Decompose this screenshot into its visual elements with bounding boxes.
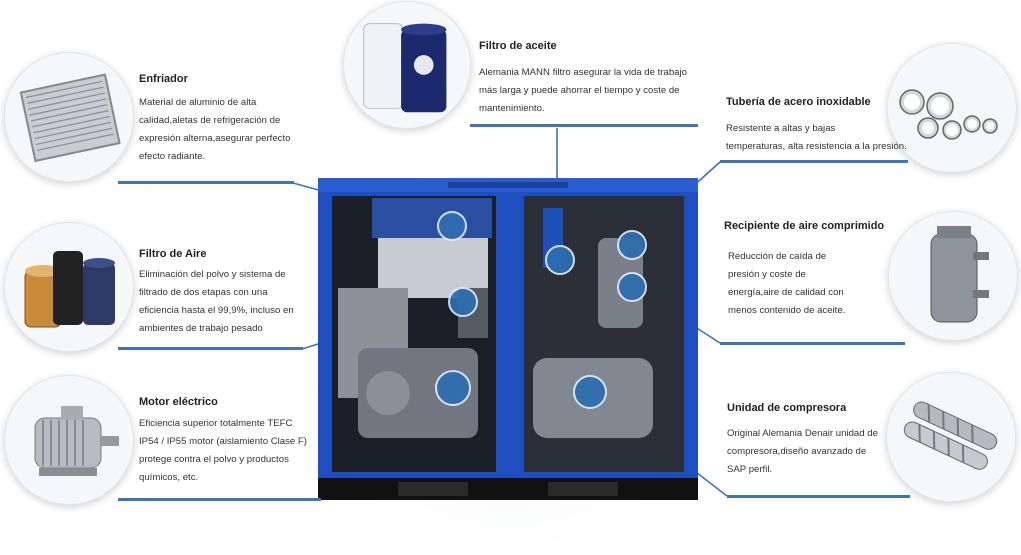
steel-pipe-description: Resistente a altas y bajas temperaturas,… bbox=[726, 123, 907, 152]
oil-filter-rule bbox=[470, 124, 698, 127]
cooler-title: Enfriador bbox=[139, 73, 188, 85]
target-dot-cooler bbox=[437, 211, 467, 241]
motor-rule bbox=[118, 498, 321, 501]
compressor-image bbox=[886, 372, 1016, 502]
air-filter-icon bbox=[24, 251, 115, 328]
target-dot-oil-filter bbox=[545, 245, 575, 275]
screw-rotor-icon bbox=[903, 401, 998, 470]
compressor-rule bbox=[727, 495, 910, 498]
cooler-description: Material de aluminio de alta calidad,ale… bbox=[139, 97, 291, 162]
electric-motor-icon bbox=[34, 406, 119, 476]
target-dot-steel-pipe bbox=[617, 230, 647, 260]
steel-pipe-image bbox=[887, 43, 1017, 173]
compressor-description: Original Alemania Denair unidad de compr… bbox=[727, 428, 878, 475]
air-filter-description: Eliminación del polvo y sistema de filtr… bbox=[139, 269, 294, 334]
air-filter-rule bbox=[118, 347, 303, 350]
compressor-title: Unidad de compresora bbox=[727, 402, 847, 414]
air-tank-icon bbox=[930, 226, 989, 323]
air-tank-description: Reducción de caída de presión y coste de… bbox=[728, 251, 846, 316]
oil-filter-description: Alemania MANN filtro asegurar la vida de… bbox=[479, 67, 687, 114]
cooler-rule bbox=[118, 181, 294, 184]
air-tank-image bbox=[888, 211, 1018, 341]
steel-pipe-title: Tubería de acero inoxidable bbox=[726, 96, 871, 108]
oil-filter-title: Filtro de aceite bbox=[479, 40, 557, 52]
motor-image bbox=[4, 375, 134, 505]
oil-filter-icon bbox=[363, 23, 447, 113]
motor-description: Eficiencia superior totalmente TEFC IP54… bbox=[139, 418, 307, 483]
cooler-image bbox=[4, 52, 134, 182]
steel-pipe-rule bbox=[720, 160, 908, 163]
air-filter-image bbox=[4, 222, 134, 352]
motor-title: Motor eléctrico bbox=[139, 396, 218, 408]
air-tank-rule bbox=[720, 342, 905, 345]
target-dot-air-filter bbox=[448, 287, 478, 317]
air-filter-title: Filtro de Aire bbox=[139, 248, 207, 260]
steel-pipes-icon bbox=[899, 89, 998, 140]
compressor-machine-image bbox=[318, 178, 698, 500]
oil-filter-image bbox=[343, 1, 471, 129]
radiator-icon bbox=[19, 73, 121, 163]
air-tank-title: Recipiente de aire comprimido bbox=[724, 220, 885, 232]
target-dot-motor bbox=[435, 370, 471, 406]
target-dot-air-tank bbox=[617, 272, 647, 302]
target-dot-compressor bbox=[573, 375, 607, 409]
